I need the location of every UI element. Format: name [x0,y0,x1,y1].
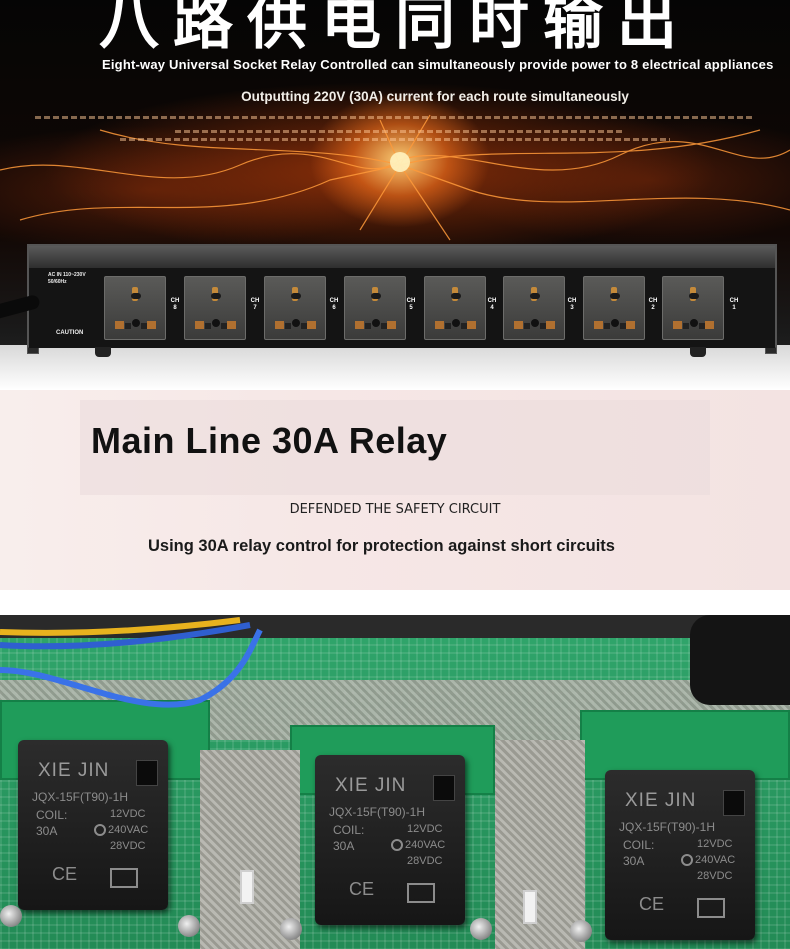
relay-component: XIE JIN JQX-15F(T90)-1H COIL: 30A 12VDC … [18,740,168,910]
relay-symbol [110,868,138,888]
ce-mark: CE [639,894,665,914]
relay-model: JQX-15F(T90)-1H [619,820,716,834]
socket-outlet [662,276,724,340]
hero-title: 八路供电同时输出 [99,0,691,58]
relay-dot [391,839,403,851]
ce-mark: CE [349,879,375,899]
relay-voltage: 28VDC [407,855,443,867]
fuse [240,870,254,904]
relay-amp: 30A [623,854,645,868]
relay-component: XIE JIN JQX-15F(T90)-1H COIL: 30A 12VDC … [605,770,755,940]
socket-outlet [104,276,166,340]
channel-label: CH 4 [487,298,497,311]
hero-subtitle-1: Eight-way Universal Socket Relay Control… [102,57,774,72]
socket-outlet [184,276,246,340]
channel-label: CH 3 [567,298,577,311]
channel-label: CH 1 [729,298,739,311]
relay-voltage: 12VDC [697,838,733,850]
relay-voltage: 28VDC [110,840,146,852]
pcb-trace [580,710,790,780]
screw-terminal [280,918,302,940]
channel-label: CH 8 [170,298,180,311]
channel-label: CH 6 [329,298,339,311]
socket-outlet [264,276,326,340]
fine-text-line [35,116,755,119]
ac-input-label: AC IN 110~230V 50/60Hz [48,272,86,286]
hero-subtitle-2: Outputting 220V (30A) current for each r… [241,89,629,104]
relay-voltage: 240VAC [405,839,446,851]
relay-brand: XIE JIN [38,760,110,781]
fuse [523,890,537,924]
screw-terminal [570,920,592,942]
caution-label: CAUTION [56,330,84,336]
relay-voltage: 240VAC [108,824,149,836]
relay-brand: XIE JIN [625,790,697,811]
device-foot [95,347,111,357]
screw-terminal [470,918,492,940]
relay-coil: COIL: [623,838,655,852]
relay-amp: 30A [333,839,355,853]
channel-label: CH 5 [406,298,416,311]
channel-label: CH 7 [250,298,260,311]
relay-voltage: 28VDC [697,870,733,882]
relay-symbol [407,883,435,903]
banner-title: Main Line 30A Relay [91,420,448,461]
banner-subtitle: DEFENDED THE SAFETY CIRCUIT [289,502,501,517]
solder-area [200,750,300,949]
banner-haze [80,400,710,495]
fine-text-line [120,138,670,141]
relay-dot [94,824,106,836]
relay-voltage: 12VDC [110,808,146,820]
screw-terminal [0,905,22,927]
relay-coil: COIL: [333,823,365,837]
dark-corner [690,615,790,705]
wires [0,617,263,708]
relay-tab [136,760,158,786]
socket-outlet [503,276,565,340]
relay-model: JQX-15F(T90)-1H [329,805,426,819]
screw-terminal [178,915,200,937]
relay-amp: 30A [36,824,58,838]
channel-label: CH 2 [648,298,658,311]
socket-outlet [424,276,486,340]
relay-component: XIE JIN JQX-15F(T90)-1H COIL: 30A 12VDC … [315,755,465,925]
relay-voltage: 240VAC [695,854,736,866]
relay-coil: COIL: [36,808,68,822]
device-top-panel [29,246,775,270]
relay-brand: XIE JIN [335,775,407,796]
ac-input-sub: 50/60Hz [48,279,67,285]
ac-input-text: AC IN 110~230V [48,272,86,278]
socket-outlet [583,276,645,340]
ce-mark: CE [52,864,78,884]
relay-dot [681,854,693,866]
relay-voltage: 12VDC [407,823,443,835]
relay-symbol [697,898,725,918]
relay-model: JQX-15F(T90)-1H [32,790,129,804]
banner-description: Using 30A relay control for protection a… [148,537,615,555]
device-foot [690,347,706,357]
solder-area [495,740,585,949]
socket-outlet [344,276,406,340]
fine-text-line [175,130,625,133]
relay-tab [723,790,745,816]
relay-tab [433,775,455,801]
hero-floor [0,345,790,390]
lightning-graphic [0,114,790,241]
